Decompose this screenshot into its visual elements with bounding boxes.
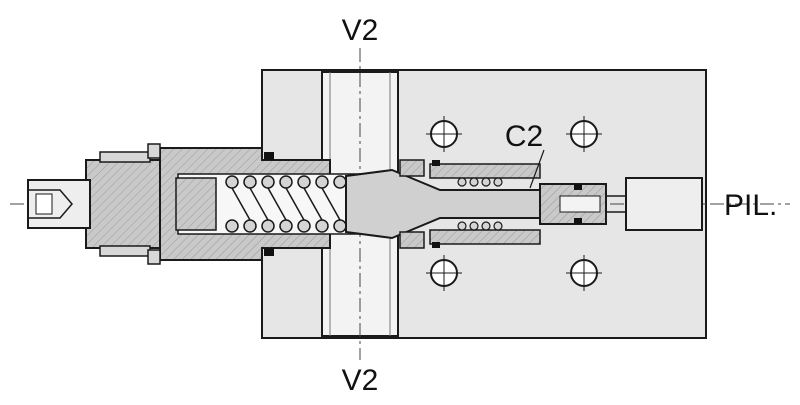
mounting-hole-top-left [426, 116, 462, 152]
mounting-hole-bottom-right [566, 255, 602, 291]
mounting-hole-bottom-left [426, 255, 462, 291]
c2-label: C2 [505, 120, 543, 153]
pilot-piston [539, 183, 607, 225]
c2-leader-line [529, 149, 545, 189]
v2-top-label: V2 [342, 14, 379, 47]
pilot-spring [457, 177, 503, 231]
adjusting-screw [27, 179, 91, 229]
main-spring [225, 175, 347, 233]
spring-guide [175, 177, 217, 231]
pil-label: PIL. [724, 189, 777, 222]
o-ring-seals [264, 152, 582, 256]
seat-sleeve [399, 159, 541, 249]
adjustment-nut [85, 143, 161, 265]
pilot-port-plug [606, 177, 703, 231]
v2-bottom-label: V2 [342, 364, 379, 397]
mounting-hole-top-right [566, 116, 602, 152]
